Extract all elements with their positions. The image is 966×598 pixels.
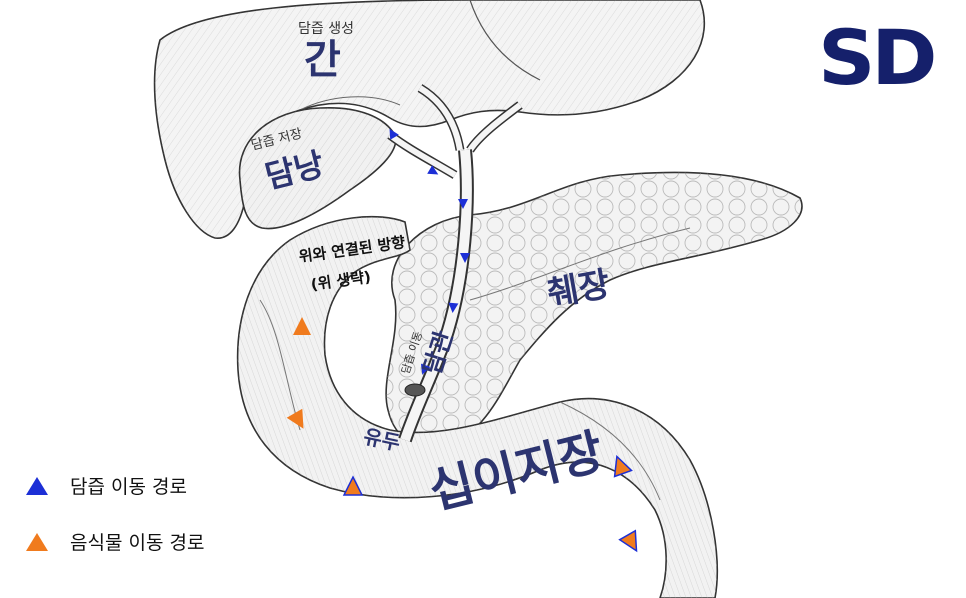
bile-flow-marker (421, 363, 431, 375)
food-flow-marker (286, 408, 304, 429)
bile-duct (387, 84, 523, 443)
bile-flow-marker (427, 165, 439, 175)
bile-flow-markers (389, 128, 470, 375)
food-flow-markers (286, 317, 638, 553)
gallbladder (238, 107, 397, 230)
orange-triangle-icon (26, 532, 48, 551)
legend-label-bile: 담즙 이동 경로 (70, 476, 187, 498)
food-flow-marker (293, 317, 311, 335)
pancreas (385, 171, 803, 449)
food-flow-marker (613, 454, 633, 478)
bile-flow-marker (448, 302, 459, 313)
food-flow-marker (618, 529, 638, 553)
bile-flow-marker (460, 253, 470, 263)
bile-flow-marker (389, 128, 399, 140)
duodenum (236, 215, 718, 598)
liver-label: 간 (304, 37, 341, 83)
blue-triangle-icon (26, 476, 48, 495)
bile-flow-marker (458, 199, 468, 209)
legend-label-food: 음식물 이동 경로 (70, 532, 205, 554)
pancreas-label: 췌장 (544, 264, 614, 315)
legend-item-bile: 담즙 이동 경로 (26, 472, 187, 499)
liver (153, 0, 706, 239)
food-flow-marker (342, 475, 364, 496)
legend-item-food: 음식물 이동 경로 (26, 528, 204, 555)
sd-logo: SD (818, 13, 938, 102)
liver-sub-label: 담즙 생성 (298, 21, 354, 37)
